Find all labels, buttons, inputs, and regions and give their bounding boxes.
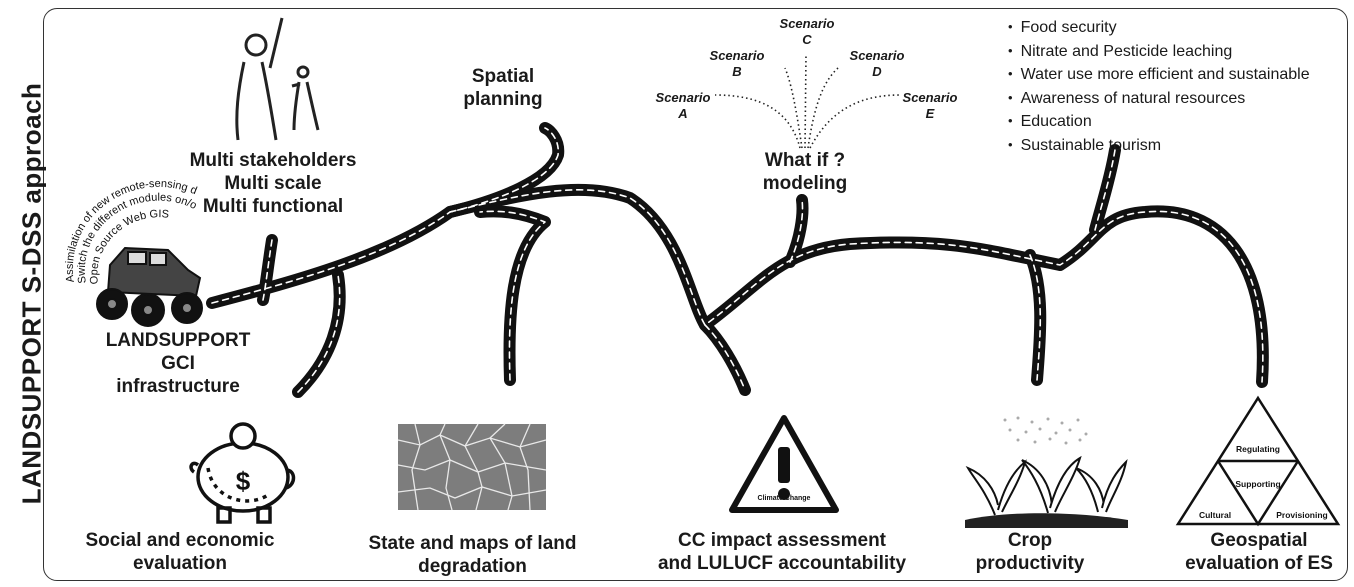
monster-truck-icon xyxy=(96,246,203,327)
whatif-label: What if ? modeling xyxy=(745,150,865,196)
main-road xyxy=(206,183,1269,388)
road-branch-cc xyxy=(699,319,751,396)
road-branch-degradation xyxy=(474,205,551,386)
crop-plants-icon xyxy=(965,416,1128,528)
whatif-line1: What if ? xyxy=(764,150,846,171)
spatial-line1: Spatial xyxy=(471,66,535,87)
cc-label: CC impact assessment and LULUCF accounta… xyxy=(657,530,907,574)
stakeholders-line1: Multi stakeholders xyxy=(189,150,357,171)
crop-label: Crop productivity xyxy=(975,530,1085,574)
climate-warning-icon xyxy=(729,415,839,513)
stakeholders-icon xyxy=(235,17,320,141)
es-supporting: Supporting xyxy=(1235,479,1280,489)
cracked-soil-icon xyxy=(397,423,547,511)
scenario-fan xyxy=(714,54,901,149)
benefit-item: Food security xyxy=(1008,16,1310,40)
road-branch-stakeholders xyxy=(257,234,278,306)
rain-drops xyxy=(1003,416,1088,445)
benefit-item: Water use more efficient and sustainable xyxy=(1008,63,1310,87)
benefit-item: Education xyxy=(1008,110,1310,134)
piggy-bank-icon xyxy=(189,422,296,524)
benefit-item: Sustainable tourism xyxy=(1008,134,1310,158)
social-label: Social and economic evaluation xyxy=(85,530,275,574)
spatial-planning-label: Spatial planning xyxy=(448,66,558,112)
dollar-symbol: $ xyxy=(236,466,251,496)
gci-label: LANDSUPPORT GCI infrastructure xyxy=(88,330,268,398)
es-triangle-icon xyxy=(1175,395,1341,527)
stakeholders-line2: Multi scale xyxy=(224,172,322,194)
diagram-frame xyxy=(43,8,1348,581)
whatif-line2: modeling xyxy=(762,172,848,194)
gci-line2: infrastructure xyxy=(116,375,240,397)
degradation-label: State and maps of land degradation xyxy=(368,533,577,577)
es-provisioning: Provisioning xyxy=(1276,510,1327,520)
gci-line1: LANDSUPPORT GCI xyxy=(105,330,251,374)
benefits-list: Food security Nitrate and Pesticide leac… xyxy=(1008,16,1310,158)
stakeholders-label: Multi stakeholders Multi scale Multi fun… xyxy=(178,150,368,218)
stakeholders-line3: Multi functional xyxy=(202,195,344,217)
benefit-item: Nitrate and Pesticide leaching xyxy=(1008,40,1310,64)
spatial-line2: planning xyxy=(463,88,543,110)
warning-caption: Climate Change xyxy=(758,495,811,502)
es-regulating: Regulating xyxy=(1236,444,1280,454)
es-cultural: Cultural xyxy=(1199,510,1231,520)
es-label: Geospatial evaluation of ES xyxy=(1185,530,1333,574)
curved-text-group: Assimilation of new remote-sensing data … xyxy=(36,178,199,285)
road-branch-crop xyxy=(1024,249,1047,386)
benefit-item: Awareness of natural resources xyxy=(1008,87,1310,111)
